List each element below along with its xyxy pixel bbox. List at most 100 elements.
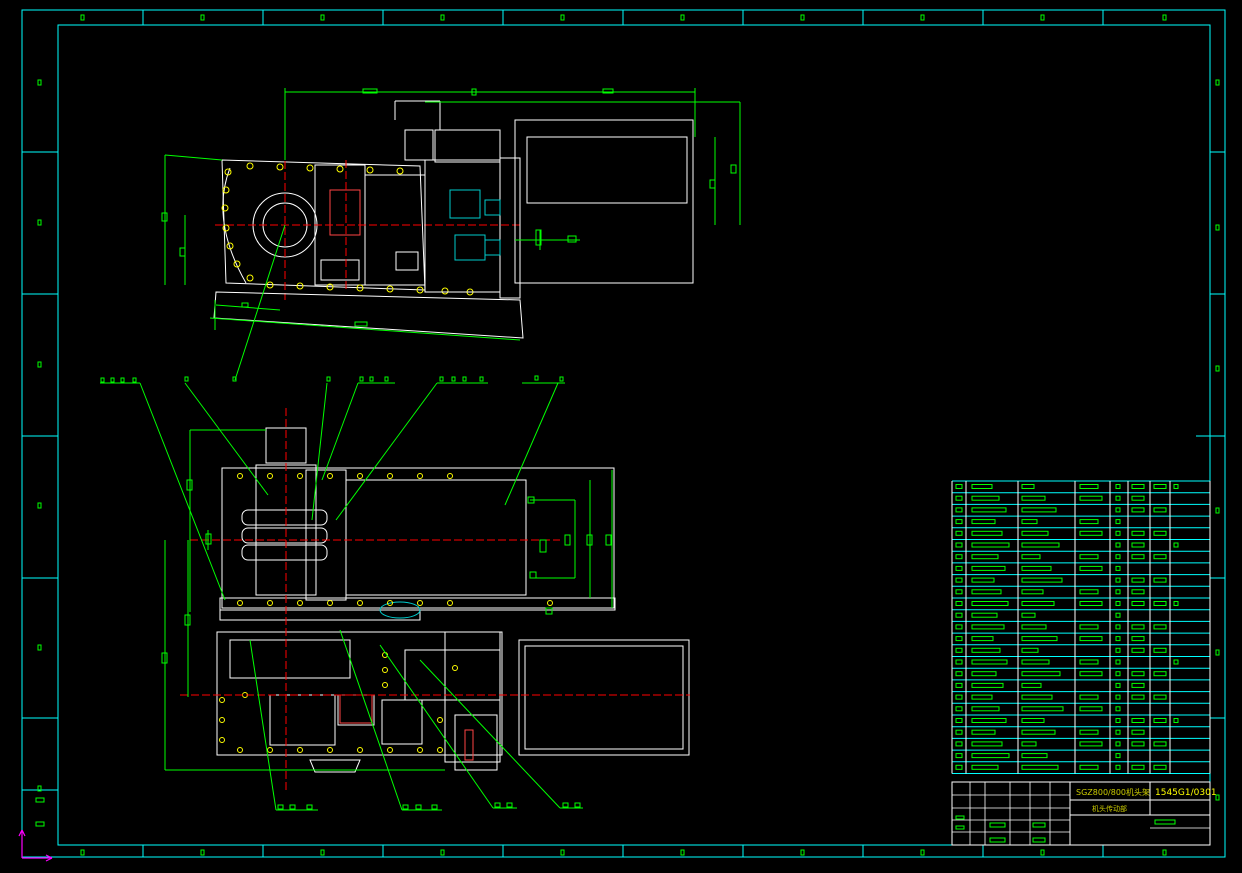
base-plate [213, 291, 524, 339]
row-qty-mark [1115, 694, 1121, 700]
row-code-mark [971, 659, 1008, 665]
row-name-mark [1021, 601, 1055, 606]
row-total-mark [1153, 484, 1167, 489]
row-material-mark [1079, 741, 1103, 747]
row-code-mark [971, 554, 999, 560]
row-total-mark [1153, 741, 1167, 747]
row-material-mark [1079, 706, 1103, 712]
row-name-mark [1021, 612, 1036, 618]
row-index-mark [955, 577, 963, 583]
row-code-mark [971, 764, 999, 770]
row-index-mark [955, 706, 963, 712]
row-material-mark [1079, 554, 1099, 560]
row-index-mark [955, 530, 963, 536]
row-index-mark [955, 659, 963, 665]
row-qty-mark [1115, 554, 1121, 560]
row-code-mark [971, 577, 995, 583]
row-total-mark [1153, 764, 1167, 770]
row-name-mark [1021, 530, 1049, 536]
part-leaders [100, 382, 583, 811]
row-index-mark [955, 682, 963, 688]
row-name-mark [1021, 565, 1052, 571]
row-total-mark [1153, 554, 1167, 560]
row-code-mark [971, 741, 1003, 747]
row-weight-mark [1131, 530, 1145, 536]
row-weight-mark [1131, 694, 1145, 700]
row-qty-mark [1115, 753, 1121, 759]
row-name-mark [1021, 495, 1046, 501]
row-name-mark [1021, 542, 1060, 548]
row-code-mark [971, 671, 997, 677]
row-index-mark [955, 624, 963, 630]
row-qty-mark [1115, 542, 1121, 548]
row-name-mark [1021, 741, 1037, 747]
row-weight-mark [1131, 542, 1145, 548]
row-qty-mark [1115, 507, 1121, 513]
row-material-mark [1079, 484, 1099, 489]
coupling-detail [449, 189, 501, 261]
row-code-mark [971, 601, 1009, 606]
row-qty-mark [1115, 659, 1121, 665]
top-view-dimensions [161, 88, 741, 381]
row-total-mark [1153, 530, 1167, 536]
row-name-mark [1021, 519, 1038, 525]
row-index-mark [955, 542, 963, 548]
row-name-mark [1021, 659, 1050, 665]
row-weight-mark [1131, 507, 1145, 513]
row-qty-mark [1115, 729, 1121, 735]
row-qty-mark [1115, 577, 1121, 583]
row-index-mark [955, 718, 963, 723]
row-total-mark [1153, 507, 1167, 513]
row-qty-mark [1115, 671, 1121, 677]
row-note-mark [1173, 484, 1179, 489]
row-note-mark [1173, 601, 1179, 606]
row-index-mark [955, 601, 963, 606]
front-view[interactable] [100, 375, 690, 811]
row-name-mark [1021, 636, 1058, 642]
motor-body[interactable] [526, 136, 688, 204]
sheet-frame [21, 9, 1226, 858]
row-qty-mark [1115, 647, 1121, 653]
row-weight-mark [1131, 589, 1145, 595]
row-code-mark [971, 682, 1004, 688]
row-material-mark [1079, 624, 1099, 630]
row-code-mark [971, 636, 994, 642]
row-index-mark [955, 519, 963, 525]
row-code-mark [971, 694, 993, 700]
row-qty-mark [1115, 589, 1121, 595]
drawing-title: SGZ800/800机头架 [1076, 787, 1150, 797]
row-name-mark [1021, 706, 1064, 712]
row-code-mark [971, 612, 998, 618]
row-weight-mark [1131, 682, 1145, 688]
row-index-mark [955, 495, 963, 501]
row-code-mark [971, 565, 1006, 571]
row-index-mark [955, 741, 963, 747]
row-weight-mark [1131, 741, 1145, 747]
row-qty-mark [1115, 601, 1121, 606]
row-material-mark [1079, 530, 1103, 536]
row-name-mark [1021, 577, 1063, 583]
row-code-mark [971, 706, 1000, 712]
row-index-mark [955, 729, 963, 735]
row-index-mark [955, 507, 963, 513]
row-weight-mark [1131, 647, 1145, 653]
housing-bolts [221, 162, 474, 296]
row-note-mark [1173, 659, 1179, 665]
row-name-mark [1021, 753, 1048, 759]
top-view[interactable] [161, 88, 741, 381]
row-code-mark [971, 718, 1007, 723]
row-weight-mark [1131, 577, 1145, 583]
drawing-number: 1545G1/0301 [1155, 788, 1217, 798]
motor-outline [514, 119, 694, 284]
row-weight-mark [1131, 624, 1145, 630]
row-index-mark [955, 764, 963, 770]
row-material-mark [1079, 671, 1103, 677]
parts-list[interactable] [951, 480, 1211, 774]
row-code-mark [971, 530, 1003, 536]
row-total-mark [1153, 577, 1167, 583]
row-code-mark [971, 753, 1010, 759]
title-block[interactable]: SGZ800/800机头架 1545G1/0301 机头传动部 [951, 781, 1217, 846]
row-weight-mark [1131, 636, 1145, 642]
row-qty-mark [1115, 495, 1121, 501]
